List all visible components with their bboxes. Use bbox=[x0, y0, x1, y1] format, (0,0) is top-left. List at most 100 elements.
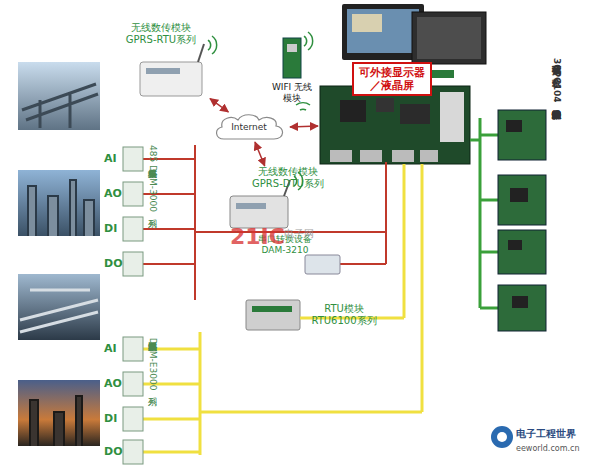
network-arrow bbox=[210, 99, 228, 112]
rtu-device bbox=[246, 300, 300, 330]
io-module bbox=[123, 337, 143, 361]
wireless-signal bbox=[304, 32, 313, 50]
node-text: WIFI 无线模块 bbox=[270, 82, 314, 104]
io-module-node: DI bbox=[104, 215, 146, 243]
industrial-photo bbox=[18, 62, 100, 130]
pc104-card bbox=[498, 285, 546, 331]
monitor-screen bbox=[347, 9, 419, 53]
node-text: RTU模块 RTU6100系列 bbox=[306, 303, 382, 327]
logo-mark bbox=[491, 426, 513, 448]
wifi-module-board bbox=[283, 38, 301, 78]
cards-note: 可接我公司30余款PC104数据采集板卡快速构成多种专业设备 bbox=[552, 58, 562, 348]
lcd-adapter bbox=[432, 70, 454, 78]
node-text: DI bbox=[104, 412, 117, 425]
pc104-card bbox=[498, 175, 546, 225]
group-label: 以太网分布式采集模块 DAM-E3000系列 bbox=[148, 335, 158, 459]
industrial-photo bbox=[18, 380, 100, 446]
gprs-dtu-node: 无线数传模块 GPRS-DTU系列 bbox=[226, 166, 330, 232]
logo-text: 电子工程世界 bbox=[516, 428, 576, 440]
wifi-node: WIFI 无线模块 bbox=[266, 34, 318, 104]
connector bbox=[330, 150, 352, 162]
lcd-panel bbox=[412, 12, 486, 64]
ethernet-line bbox=[421, 164, 424, 412]
network-arrow bbox=[290, 126, 318, 127]
group-label: 485分布式采集模块 DAM-3000系列 bbox=[148, 145, 158, 277]
gprs-rtu-device bbox=[140, 62, 202, 96]
ethernet-line bbox=[403, 164, 406, 318]
io-module bbox=[123, 440, 143, 464]
ethernet-lines bbox=[143, 164, 422, 455]
screen-window bbox=[352, 14, 382, 32]
serial-converter-device bbox=[305, 255, 340, 274]
connector bbox=[440, 92, 464, 142]
node-text: Internet bbox=[231, 122, 267, 133]
industrial-photo bbox=[18, 170, 100, 236]
bus-stub bbox=[143, 228, 195, 230]
industrial-photo bbox=[18, 274, 100, 340]
pc104-card bbox=[498, 230, 546, 274]
connector bbox=[392, 150, 414, 162]
rs485-bus bbox=[143, 145, 386, 300]
logo-mark-inner bbox=[497, 432, 507, 442]
watermark: 21IC bbox=[230, 224, 285, 249]
node-text: DO bbox=[104, 445, 122, 458]
device-panel bbox=[146, 68, 180, 74]
bus-stub bbox=[143, 263, 195, 265]
display-callout-box: 可外接显示器／液晶屏 bbox=[352, 62, 432, 96]
watermark: 电子网 bbox=[284, 228, 314, 240]
node-text: AO bbox=[104, 187, 122, 200]
logo-url: eeworld.com.cn bbox=[516, 444, 580, 453]
node-text: 无线数传模块 GPRS-RTU系列 bbox=[116, 22, 206, 46]
bus-stub bbox=[480, 307, 498, 310]
node-text: AO bbox=[104, 377, 122, 390]
internet-cloud: Internet bbox=[212, 112, 286, 142]
chip bbox=[340, 100, 366, 122]
chip bbox=[287, 44, 297, 52]
chip bbox=[512, 296, 528, 308]
terminal-strip bbox=[252, 306, 292, 312]
io-module-node: DO bbox=[104, 250, 146, 278]
lcd-screen bbox=[417, 17, 481, 59]
io-module bbox=[123, 372, 143, 396]
bus-stub bbox=[480, 251, 498, 254]
bus-line bbox=[194, 145, 196, 300]
bus-stub bbox=[480, 199, 498, 202]
io-module bbox=[123, 182, 143, 206]
ethernet-stub bbox=[143, 451, 200, 454]
pc104-bus bbox=[470, 118, 498, 308]
bus-line bbox=[385, 162, 387, 264]
node-text: 无线数传模块 GPRS-DTU系列 bbox=[246, 166, 330, 190]
io-module-node: AI bbox=[104, 145, 146, 173]
pc104-card bbox=[498, 110, 546, 160]
network-arrow bbox=[255, 142, 265, 166]
chip bbox=[508, 240, 522, 250]
chip bbox=[400, 104, 430, 124]
chip bbox=[510, 188, 528, 202]
io-module-node: AO bbox=[104, 370, 146, 398]
io-module bbox=[123, 407, 143, 431]
rtu-node: RTU模块 RTU6100系列 bbox=[242, 296, 382, 334]
io-module-node: AO bbox=[104, 180, 146, 208]
connector bbox=[420, 150, 438, 162]
refinery-detail bbox=[30, 396, 82, 446]
wireless-signal bbox=[296, 103, 310, 110]
bus-stub bbox=[480, 134, 498, 137]
antenna bbox=[198, 44, 204, 62]
ethernet-stub bbox=[143, 418, 200, 421]
node-text: 可外接显示器／液晶屏 bbox=[355, 66, 429, 92]
node-text: DO bbox=[104, 257, 122, 270]
gprs-dtu-device bbox=[230, 196, 288, 228]
node-text: AI bbox=[104, 152, 117, 165]
io-module bbox=[123, 252, 143, 276]
chip bbox=[376, 98, 394, 112]
embedded-board bbox=[320, 86, 470, 164]
pipe-detail bbox=[22, 84, 98, 128]
plant-detail bbox=[28, 180, 94, 236]
io-module bbox=[123, 147, 143, 171]
node-text: DI bbox=[104, 222, 117, 235]
wireless-signal bbox=[208, 36, 217, 54]
ethernet-line bbox=[200, 411, 422, 414]
cloud-shape bbox=[217, 115, 283, 139]
